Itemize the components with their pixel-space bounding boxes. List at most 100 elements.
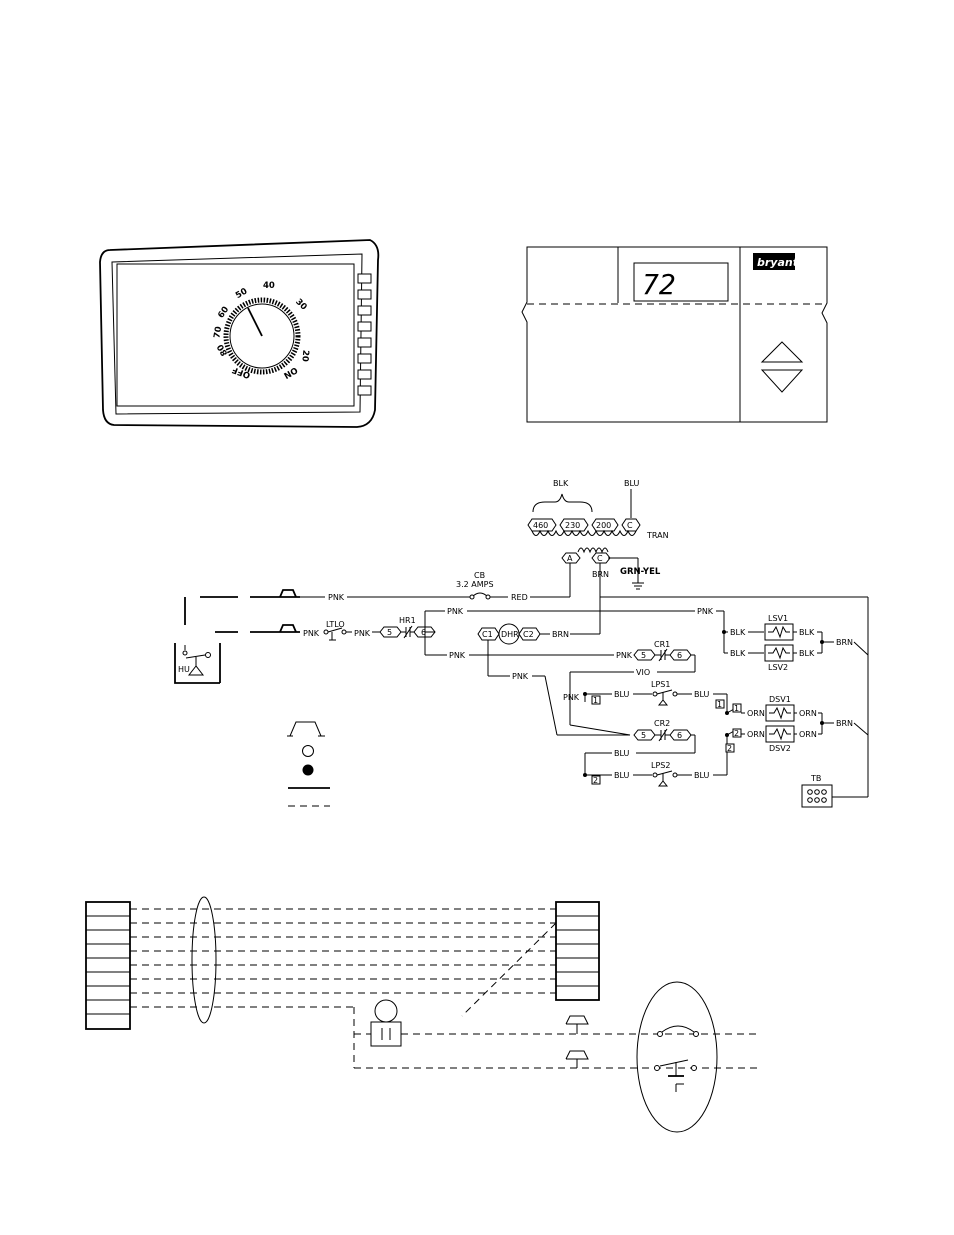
cr1-t5: 5: [641, 651, 646, 660]
lps1-label: LPS1: [651, 680, 670, 689]
dial-thermostat: 40 50 30 60 70 20 80 OFF ON: [100, 240, 378, 427]
tran-label: TRAN: [646, 531, 669, 540]
dial-label-40: 40: [263, 281, 275, 291]
sec-a: A: [567, 554, 573, 563]
transformer-secondary-winding: [578, 548, 608, 552]
grn-yel-label: GRN-YEL: [620, 567, 661, 577]
tap-460: 460: [533, 521, 548, 530]
tap-c: C: [627, 521, 633, 530]
cr2-t5: 5: [641, 731, 646, 740]
lps2-label: LPS2: [651, 761, 670, 770]
num2-dsv: 2: [727, 744, 732, 753]
orn-dsv1-right: ORN: [799, 709, 817, 718]
lsv1-label: LSV1: [768, 614, 788, 623]
up-arrow-button[interactable]: [762, 342, 802, 362]
blk-label: BLK: [553, 479, 569, 488]
dhr-c1: C1: [482, 630, 493, 639]
temperature-dial[interactable]: [226, 300, 298, 372]
brn-tran: BRN: [592, 570, 609, 579]
sec-c: C: [597, 554, 603, 563]
orn-dsv2-left: ORN: [747, 730, 765, 739]
num1-dsv1: 1: [734, 704, 739, 713]
dial-label-30: 30: [293, 297, 308, 312]
terminal-symbol-upper: [566, 1016, 588, 1024]
dial-pointer: [248, 308, 262, 336]
vio-label: VIO: [636, 668, 650, 677]
transformer-taps: 460 230 200 C: [528, 519, 640, 531]
legend-symbols: [287, 722, 330, 806]
cable-bundle-ellipse: [192, 897, 216, 1023]
switch-detail-ellipse: [637, 982, 717, 1132]
pnk-mid: PNK: [449, 651, 466, 660]
display-temperature: 72: [642, 268, 676, 301]
dsv2-label: DSV2: [769, 744, 791, 753]
digital-thermostat: 72 bryant: [522, 247, 827, 422]
wiring-schematic: BLK BLU 460 230 200 C TRAN A C BRN GRN-Y…: [175, 479, 868, 807]
cb-label: CB: [474, 571, 485, 580]
pnk-vert: PNK: [563, 693, 580, 702]
num2-dsv2: 2: [734, 729, 739, 738]
cr1-label: CR1: [654, 640, 670, 649]
brn-dsv: BRN: [836, 719, 853, 728]
blk-lsv2-left: BLK: [730, 649, 746, 658]
tap-230: 230: [565, 521, 580, 530]
pnk-top: PNK: [447, 607, 464, 616]
dhr-c2: C2: [523, 630, 534, 639]
left-terminal-strip: [86, 902, 130, 1029]
blk-brace: [533, 494, 592, 512]
dhr-brn: BRN: [552, 630, 569, 639]
dial-label-80: 80: [216, 342, 231, 357]
cr2-t6: 6: [677, 731, 682, 740]
dial-label-60: 60: [216, 305, 231, 320]
relay-contact-box: [371, 1022, 401, 1046]
down-arrow-button[interactable]: [762, 370, 802, 392]
terminal-symbol-lower: [566, 1051, 588, 1059]
relay-coil: [375, 1000, 397, 1022]
blk-lsv2-right: BLK: [799, 649, 815, 658]
hr1-t5: 5: [387, 628, 392, 637]
lsv2-label: LSV2: [768, 663, 788, 672]
hu-switch: HU: [175, 643, 220, 683]
dhr-label: DHR: [501, 630, 519, 639]
transformer-primary-winding: [532, 531, 636, 536]
pnk-cr1: PNK: [616, 651, 633, 660]
orn-dsv1-left: ORN: [747, 709, 765, 718]
hu-label: HU: [178, 665, 190, 674]
hr1-label: HR1: [399, 616, 416, 625]
pnk-cb: PNK: [328, 593, 345, 602]
dsv1-label: DSV1: [769, 695, 791, 704]
blk-lsv1-left: BLK: [730, 628, 746, 637]
pnk-top-right: PNK: [697, 607, 714, 616]
ltlo-label: LTLO: [326, 620, 345, 629]
connection-diagram: [86, 897, 760, 1132]
blk-lsv1-right: BLK: [799, 628, 815, 637]
blu-cr2: BLU: [614, 749, 630, 758]
blu-lps1-left: BLU: [614, 690, 630, 699]
blu-lps1-right: BLU: [694, 690, 710, 699]
num1-dsv: 1: [717, 700, 722, 709]
cr2-label: CR2: [654, 719, 670, 728]
tap-200: 200: [596, 521, 611, 530]
dial-label-50: 50: [234, 286, 249, 301]
red-label: RED: [511, 593, 528, 602]
pnk-ltlo: PNK: [303, 629, 320, 638]
dial-label-20: 20: [299, 349, 310, 362]
cb-rating: 3.2 AMPS: [456, 580, 494, 589]
brand-logo-text: bryant: [757, 256, 799, 269]
orn-dsv2-right: ORN: [799, 730, 817, 739]
dial-side-buttons: [358, 274, 371, 395]
right-terminal-strip: [556, 902, 599, 1000]
dial-label-70: 70: [212, 326, 224, 339]
pnk-hr1: PNK: [354, 629, 371, 638]
blu-label: BLU: [624, 479, 640, 488]
blu-lps2-left: BLU: [614, 771, 630, 780]
blu-lps2-right: BLU: [694, 771, 710, 780]
num1-lps1: 1: [593, 696, 598, 705]
num2-lps2: 2: [593, 776, 598, 785]
pnk-dhr: PNK: [512, 672, 529, 681]
brn-lsv: BRN: [836, 638, 853, 647]
cr1-t6: 6: [677, 651, 682, 660]
terminal-block: [802, 785, 832, 807]
tb-label: TB: [810, 774, 821, 783]
